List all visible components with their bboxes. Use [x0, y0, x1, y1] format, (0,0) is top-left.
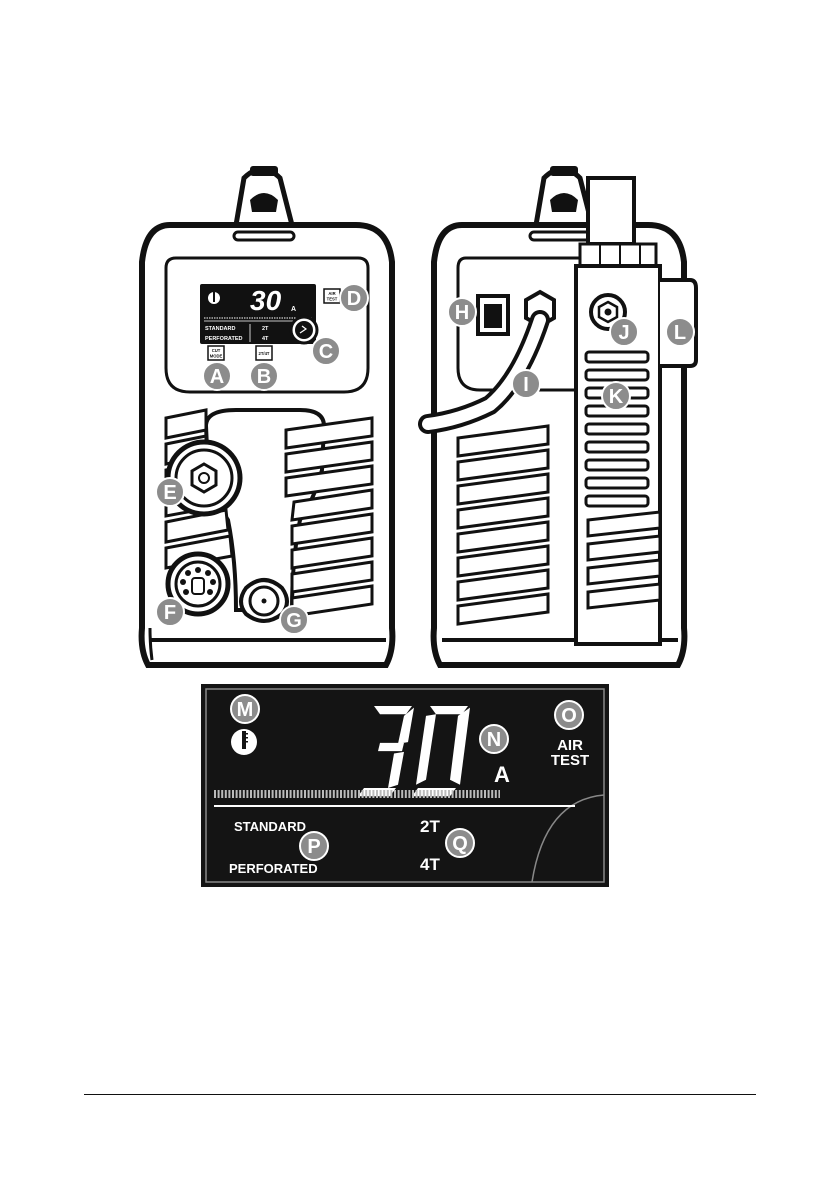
lcd-detail-2t: 2T [420, 817, 440, 836]
lcd-detail-perforated: PERFORATED [229, 861, 318, 876]
callout-p-label: P [307, 836, 320, 858]
lcd-detail-standard: STANDARD [234, 819, 306, 834]
callout-p: P [300, 832, 328, 860]
callout-c: C [312, 337, 340, 365]
callout-j-label: J [618, 322, 629, 344]
callout-n-label: N [487, 729, 501, 751]
callout-m-label: M [237, 699, 254, 721]
callout-h-label: H [455, 302, 469, 324]
callout-a-label: A [210, 366, 224, 388]
thermometer-icon [231, 729, 257, 755]
callout-b: B [250, 362, 278, 390]
callout-g-label: G [286, 610, 302, 632]
lcd-detail-test: TEST [551, 752, 589, 769]
callout-l: L [666, 318, 694, 346]
front-cut-mode-label-2: MODE [210, 354, 223, 359]
power-switch[interactable] [478, 296, 508, 334]
front-lcd-unit: A [291, 306, 296, 313]
callout-n: N [480, 725, 508, 753]
front-lcd-perforated: PERFORATED [205, 336, 243, 342]
callout-b-label: B [257, 366, 271, 388]
callout-i: I [512, 370, 540, 398]
callout-g: G [280, 606, 308, 634]
callout-c-label: C [319, 341, 333, 363]
front-2t4t-label: 2T/4T [259, 351, 270, 356]
front-lcd-standard: STANDARD [205, 326, 235, 332]
callout-k: K [602, 382, 630, 410]
callout-e-label: E [163, 482, 176, 504]
lcd-detail-unit: A [494, 762, 510, 787]
callout-a: A [203, 362, 231, 390]
callout-f-label: F [164, 602, 176, 624]
callout-e: E [156, 478, 184, 506]
callout-o: O [555, 701, 583, 729]
callout-l-label: L [674, 322, 686, 344]
lcd-detail-value: 30 [0, 0, 2, 1]
front-lcd-value: 30 [250, 285, 282, 316]
callout-k-label: K [609, 386, 624, 408]
callout-m: M [231, 695, 259, 723]
callout-j: J [610, 318, 638, 346]
rear-view [428, 166, 696, 665]
callout-d-label: D [347, 288, 361, 310]
front-view: 30 A STANDARD PERFORATED 2T 4T AIR TEST … [142, 166, 393, 665]
front-lcd-2t: 2T [262, 326, 269, 332]
callout-q-label: Q [452, 833, 468, 855]
callout-f: F [156, 598, 184, 626]
footer-rule [84, 1094, 756, 1095]
callout-i-label: I [523, 374, 529, 396]
front-cut-mode-label-1: CUT [212, 348, 221, 353]
lcd-detail-4t: 4T [420, 855, 440, 874]
fan-grille [586, 352, 648, 506]
callout-d: D [340, 284, 368, 312]
front-air-test-label-1: AIR [328, 291, 335, 296]
front-air-test-label-2: TEST [327, 297, 338, 302]
front-lcd-4t: 4T [262, 336, 269, 342]
callout-o-label: O [561, 705, 577, 727]
callout-q: Q [446, 829, 474, 857]
callout-h: H [448, 298, 476, 326]
